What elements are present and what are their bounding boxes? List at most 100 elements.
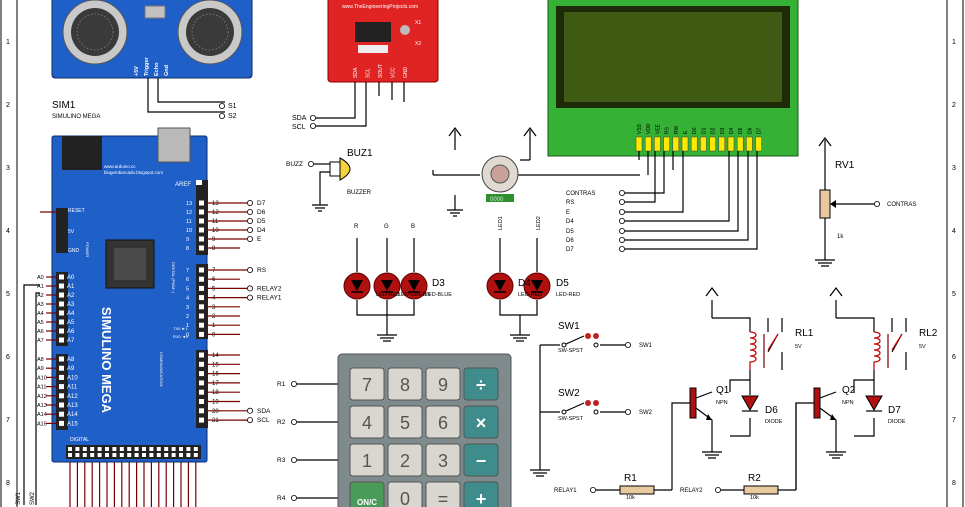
analog-pin-a6 [59, 328, 64, 334]
r2-net: RELAY2 [680, 488, 703, 494]
potentiometer[interactable]: 0000 [481, 155, 519, 203]
keypad-key-op-3-3[interactable]: + [463, 481, 499, 507]
comm-net-scl: SCL [257, 417, 270, 424]
net-label-s2: S2 [228, 113, 237, 120]
q1-ref: Q1 [716, 385, 730, 396]
analog-net-a2: A2 [37, 293, 44, 299]
row-number-left-7: 7 [6, 417, 10, 424]
row-number-right-5: 5 [952, 291, 956, 298]
bottom-pin [171, 453, 176, 457]
bottom-pin [97, 453, 102, 457]
keypad-key-2-0[interactable]: 1 [349, 443, 385, 477]
keypad-key-2-1[interactable]: 2 [387, 443, 423, 477]
digital-pin-num-11: 11 [212, 219, 219, 225]
sw2-ref: SW2 [558, 388, 580, 399]
bottom-pin [105, 447, 109, 451]
keypad-key-2-2[interactable]: 3 [425, 443, 461, 477]
resistor-r2[interactable] [743, 485, 779, 495]
bottom-pin [156, 453, 161, 457]
analog-label-a8: A8 [67, 357, 75, 363]
analog-net-a4: A4 [37, 311, 44, 317]
lcd-pin-vdd [644, 136, 652, 152]
keypad-key-1-2[interactable]: 6 [425, 405, 461, 439]
buzzer-symbol[interactable] [329, 157, 351, 181]
digital-pin-2 [199, 313, 204, 319]
resistor-r1[interactable] [619, 485, 655, 495]
analog-label-a13: A13 [67, 403, 78, 409]
keypad-key-0-1[interactable]: 8 [387, 367, 423, 401]
diode[interactable] [865, 395, 883, 412]
analog-pin-a14 [59, 411, 64, 417]
keypad-key-3-2[interactable]: = [425, 481, 461, 507]
lcd-net-d7: D7 [566, 247, 574, 253]
power-5v-label: 5V [68, 229, 75, 235]
keypad-key-op-1-3[interactable]: × [463, 405, 499, 439]
aref-pin [196, 180, 202, 185]
lcd-pin-label-rw: RW [674, 125, 680, 134]
digital-net-d5: D5 [257, 218, 266, 225]
diode[interactable] [741, 395, 759, 412]
transistor-base[interactable] [689, 387, 697, 419]
sensor-pin-0: +5V [134, 66, 140, 76]
d3-led-r[interactable] [343, 272, 371, 300]
d3-led-g[interactable] [373, 272, 401, 300]
lcd-pin-label-d6: D6 [747, 127, 753, 134]
bottom-pin [149, 453, 154, 457]
arduino-mega-board[interactable]: www.arduino.cc blogembarcado.blogspot.co… [51, 127, 208, 463]
switch-sw2[interactable] [561, 400, 599, 415]
digital-pin-num-9: 9 [212, 237, 216, 243]
digital-pin-0 [199, 331, 204, 337]
d3-value: LED-RED [376, 292, 400, 298]
comm-pin-15 [199, 361, 204, 367]
d6-ref: D6 [765, 405, 778, 416]
d4-ref: D4 [518, 278, 531, 289]
keypad-key-0-2[interactable]: 9 [425, 367, 461, 401]
row-number-right-3: 3 [952, 165, 956, 172]
analog-net-a7: A7 [37, 338, 44, 344]
keypad-key-1-1[interactable]: 5 [387, 405, 423, 439]
bottom-pin [90, 447, 95, 451]
d4-led[interactable] [486, 272, 514, 300]
bottom-pin [134, 453, 139, 457]
analog-pin-a15 [59, 420, 64, 426]
analog-label-a11: A11 [67, 385, 78, 391]
bottom-pin [105, 453, 109, 457]
transistor-base[interactable] [813, 387, 821, 419]
analog-net-a10: A10 [37, 375, 47, 381]
d3-value3: LED-BLUE [425, 292, 452, 298]
keypad-key-3-1[interactable]: 0 [387, 481, 423, 507]
bottom-pin [164, 447, 169, 451]
rtc-module[interactable]: www.TheEngineeringProjects.com X1 X2 SDA… [327, 0, 439, 83]
keypad-key-3-0[interactable]: ON/C [349, 481, 385, 507]
keypad-key-0-0[interactable]: 7 [349, 367, 385, 401]
r2-ref: R2 [748, 473, 761, 484]
digital-pin-num-5: 5 [212, 286, 216, 292]
rl2-ref: RL2 [919, 328, 938, 339]
d3-led-b[interactable] [400, 272, 428, 300]
keypad-key-1-0[interactable]: 4 [349, 405, 385, 439]
analog-label-a15: A15 [67, 421, 78, 427]
keypad-key-op-0-3[interactable]: ÷ [463, 367, 499, 401]
row-number-right-7: 7 [952, 417, 956, 424]
comm-pin-20 [199, 408, 204, 414]
net-label-s1: S1 [228, 103, 237, 110]
bottom-pin [90, 453, 95, 457]
keypad-key-label: + [476, 489, 487, 507]
analog-net-a9: A9 [37, 366, 44, 372]
analog-net-a5: A5 [37, 320, 44, 326]
analog-net-a0: A0 [37, 275, 44, 281]
keypad-key-op-2-3[interactable]: − [463, 443, 499, 477]
switch-sw1[interactable] [561, 333, 599, 348]
digital-pin-1 [199, 322, 204, 328]
d5-led[interactable] [523, 272, 551, 300]
reset-label: RESET [68, 208, 85, 214]
bottom-pin [112, 453, 117, 457]
keypad-key-label: 1 [362, 451, 372, 471]
analog-net-a1: A1 [37, 284, 44, 290]
lcd-pin-d2 [709, 136, 716, 152]
lcd-pin-label-d1: D1 [701, 127, 707, 134]
keypad-key-label: 2 [400, 451, 410, 471]
